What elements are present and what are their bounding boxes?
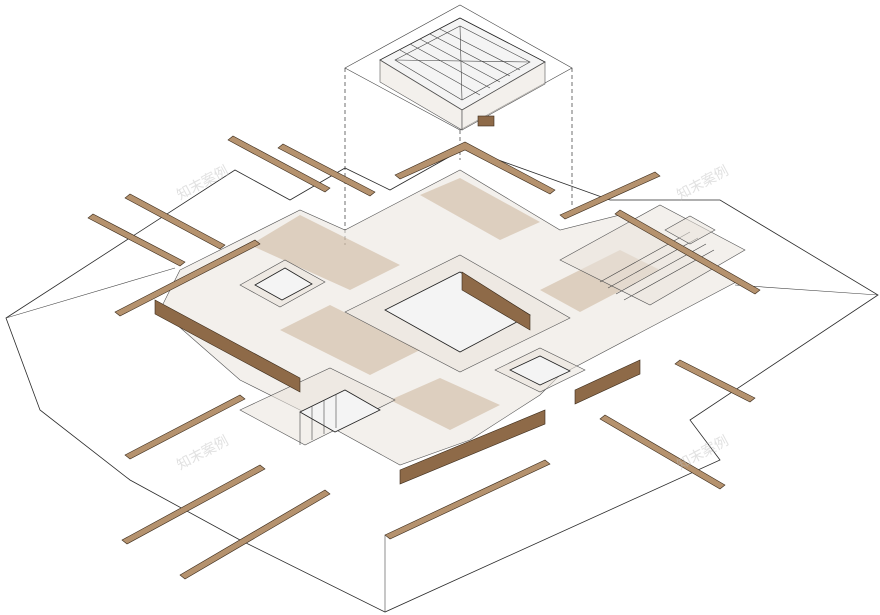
wall-nw-2: [277, 143, 376, 197]
watermark-text: 知末案例: [174, 162, 231, 203]
wall-ne-1: [559, 171, 661, 220]
wall-s-face: [399, 409, 546, 485]
watermark-text: 知末案例: [174, 432, 231, 473]
wall-s-1: [384, 459, 551, 540]
watermark-text: 知末案例: [674, 432, 731, 473]
central-courtyard: [344, 254, 571, 373]
right-wing-auditorium: [559, 204, 746, 306]
wall-w-face: [154, 299, 301, 393]
colonnade: [299, 394, 337, 445]
wall-ne-2: [394, 141, 556, 195]
wall-nw-1: [227, 135, 331, 193]
wall-se-1: [599, 414, 726, 490]
wall-se-face: [574, 359, 641, 405]
roof-ribs: [399, 28, 521, 96]
exploded-roof-module: [344, 4, 573, 245]
wall-w-long: [114, 239, 261, 317]
wall-e-1: [614, 209, 761, 295]
earth-walls: [87, 135, 761, 580]
wall-se-2: [674, 359, 756, 403]
wall-sw-3: [179, 489, 331, 580]
wall-sw-1: [124, 394, 246, 460]
wall-nw-4: [87, 213, 186, 267]
wall-nw-3: [124, 193, 226, 250]
right-courtyard: [494, 347, 586, 393]
watermark-text: 知末案例: [674, 162, 731, 203]
left-courtyard: [239, 259, 326, 308]
wall-sw-2: [121, 464, 266, 545]
